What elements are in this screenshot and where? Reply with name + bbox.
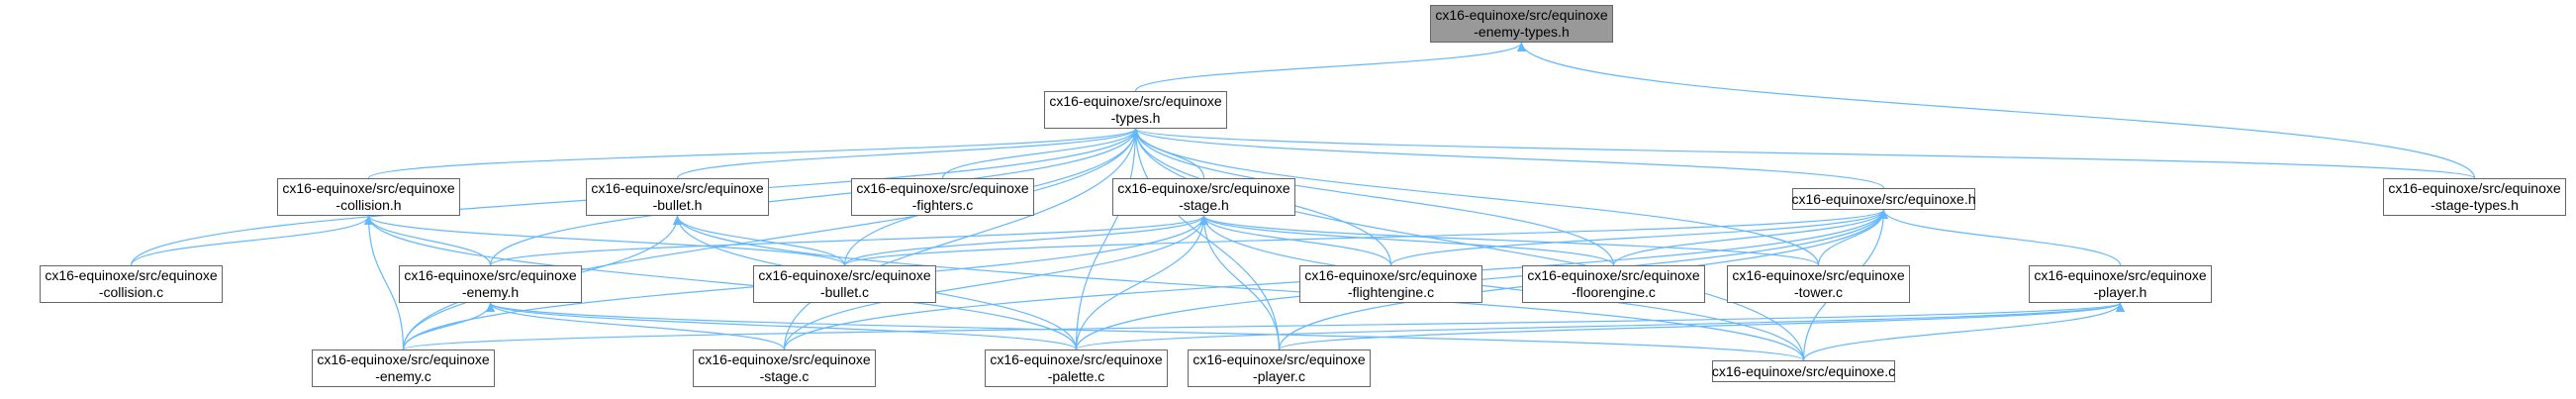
node-label-line1: cx16-equinoxe/src/equinoxe — [1527, 267, 1700, 283]
node-label-line1: cx16-equinoxe/src/equinoxe — [758, 267, 931, 283]
node-equinoxe-enemy-types-h: cx16-equinoxe/src/equinoxe -enemy-types.… — [1430, 5, 1613, 43]
edge-floorengine_c-to-stage_h — [1199, 215, 1615, 266]
node-label-line2: -floorengine.c — [1572, 284, 1656, 300]
node-label-line1: cx16-equinoxe/src/equinoxe — [698, 351, 871, 367]
node-equinoxe-bullet-c[interactable]: cx16-equinoxe/src/equinoxe -bullet.c — [753, 265, 936, 303]
node-equinoxe-enemy-h[interactable]: cx16-equinoxe/src/equinoxe -enemy.h — [399, 265, 582, 303]
node-label-line1: cx16-equinoxe/src/equinoxe — [1117, 180, 1290, 196]
edge-tower_c-to-types_h — [1131, 128, 1820, 266]
node-label-line1: cx16-equinoxe/src/equinoxe.h — [1791, 190, 1976, 207]
node-label-line1: cx16-equinoxe/src/equinoxe — [404, 267, 577, 283]
node-label-line1: cx16-equinoxe/src/equinoxe — [282, 180, 455, 196]
node-equinoxe-player-c[interactable]: cx16-equinoxe/src/equinoxe -player.c — [1188, 349, 1371, 387]
edge-equinoxe_c-to-bullet_h — [673, 215, 1805, 361]
edge-flightengine_c-to-stage_h — [1199, 215, 1392, 266]
node-label-line2: -collision.c — [98, 284, 164, 300]
edge-stage_c-to-stage_h — [783, 215, 1208, 350]
node-label-line2: -fighters.c — [911, 197, 974, 213]
edge-palette_c-to-enemy_h — [486, 302, 1078, 350]
node-equinoxe-h[interactable]: cx16-equinoxe/src/equinoxe.h — [1791, 188, 1976, 210]
node-equinoxe-stage-types-h[interactable]: cx16-equinoxe/src/equinoxe -stage-types.… — [2383, 178, 2566, 216]
node-label-line2: -flightengine.c — [1347, 284, 1435, 300]
node-label-line2: -enemy-types.h — [1474, 24, 1570, 40]
edge-palette_c-to-types_h — [1075, 128, 1140, 350]
edge-equinoxe_c-to-enemy_h — [486, 302, 1805, 361]
node-label-line1: cx16-equinoxe/src/equinoxe — [1435, 7, 1608, 23]
node-label-line2: -tower.c — [1793, 284, 1843, 300]
edge-palette_c-to-collision_h — [364, 215, 1078, 350]
node-equinoxe-enemy-c[interactable]: cx16-equinoxe/src/equinoxe -enemy.c — [312, 349, 495, 387]
edge-enemy_c-to-collision_h — [364, 215, 405, 350]
node-label-line2: -palette.c — [1047, 368, 1105, 384]
edge-player_c-to-stage_h — [1199, 215, 1281, 350]
node-label-line2: -enemy.h — [461, 284, 520, 300]
node-label-line1: cx16-equinoxe/src/equinoxe — [1193, 351, 1366, 367]
edge-player_h-to-equinoxe_h — [1879, 209, 2122, 266]
node-equinoxe-palette-c[interactable]: cx16-equinoxe/src/equinoxe -palette.c — [985, 349, 1168, 387]
edge-stage_c-to-types_h — [783, 128, 1140, 350]
node-equinoxe-collision-c[interactable]: cx16-equinoxe/src/equinoxe -collision.c — [40, 265, 223, 303]
node-equinoxe-floorengine-c[interactable]: cx16-equinoxe/src/equinoxe -floorengine.… — [1522, 265, 1705, 303]
edge-enemy_h-to-collision_h — [364, 215, 492, 266]
edges-layer — [130, 42, 2476, 361]
edge-stage_types_h-to-enemy_types_h — [1517, 42, 2476, 179]
node-equinoxe-fighters-c[interactable]: cx16-equinoxe/src/equinoxe -fighters.c — [851, 178, 1034, 216]
edge-stage_c-to-enemy_h — [486, 302, 786, 350]
edge-stage_types_h-to-types_h — [1131, 128, 2476, 179]
node-equinoxe-stage-h[interactable]: cx16-equinoxe/src/equinoxe -stage.h — [1112, 178, 1295, 216]
node-label-line1: cx16-equinoxe/src/equinoxe — [856, 180, 1029, 196]
node-label-line1: cx16-equinoxe/src/equinoxe — [317, 351, 490, 367]
edge-bullet_c-to-stage_h — [843, 215, 1208, 266]
node-label-line2: -bullet.h — [652, 197, 703, 213]
node-label-line1: cx16-equinoxe/src/equinoxe — [45, 267, 218, 283]
node-label-line1: cx16-equinoxe/src/equinoxe — [1304, 267, 1478, 283]
edge-floorengine_c-to-equinoxe_h — [1612, 209, 1888, 266]
node-label-line2: -player.c — [1253, 368, 1305, 384]
edge-bullet_c-to-equinoxe_h — [843, 209, 1888, 266]
edge-enemy_h-to-types_h — [489, 128, 1140, 266]
edge-player_c-to-player_h — [1278, 302, 2125, 350]
edge-equinoxe_c-to-stage_h — [1199, 215, 1805, 361]
node-label-line1: cx16-equinoxe/src/equinoxe — [2388, 180, 2561, 196]
edge-equinoxe_c-to-player_h — [1802, 302, 2125, 361]
node-label-line2: -stage.h — [1179, 197, 1229, 213]
node-equinoxe-flightengine-c[interactable]: cx16-equinoxe/src/equinoxe -flightengine… — [1299, 265, 1482, 303]
node-label-line1: cx16-equinoxe/src/equinoxe — [2034, 267, 2207, 283]
node-equinoxe-types-h[interactable]: cx16-equinoxe/src/equinoxe -types.h — [1044, 91, 1227, 129]
edge-collision_h-to-types_h — [367, 128, 1140, 179]
edge-bullet_c-to-collision_h — [364, 215, 846, 266]
edge-enemy_h-to-stage_h — [489, 215, 1208, 266]
node-label-line1: cx16-equinoxe/src/equinoxe — [591, 180, 764, 196]
edge-types_h-to-enemy_types_h — [1134, 42, 1526, 92]
edge-bullet_h-to-types_h — [676, 128, 1140, 179]
edge-palette_c-to-stage_h — [1075, 215, 1208, 350]
node-label-line2: -enemy.c — [375, 368, 431, 384]
node-label-line2: -bullet.c — [819, 284, 870, 300]
node-label-line2: -collision.h — [335, 197, 402, 213]
node-label-line1: cx16-equinoxe/src/equinoxe — [1732, 267, 1905, 283]
node-equinoxe-bullet-h[interactable]: cx16-equinoxe/src/equinoxe -bullet.h — [586, 178, 769, 216]
node-equinoxe-stage-c[interactable]: cx16-equinoxe/src/equinoxe -stage.c — [693, 349, 876, 387]
node-label-line2: -types.h — [1110, 110, 1161, 126]
node-equinoxe-collision-h[interactable]: cx16-equinoxe/src/equinoxe -collision.h — [277, 178, 460, 216]
edge-tower_c-to-stage_h — [1199, 215, 1820, 266]
node-label-line1: cx16-equinoxe/src/equinoxe — [1049, 93, 1222, 109]
edge-collision_c-to-collision_h — [130, 215, 373, 266]
edge-enemy_c-to-types_h — [402, 128, 1140, 350]
node-label-line2: -player.h — [2093, 284, 2147, 300]
edge-enemy_c-to-player_h — [402, 302, 2125, 350]
node-label-line1: cx16-equinoxe/src/equinoxe — [990, 351, 1163, 367]
edge-palette_c-to-player_h — [1075, 302, 2125, 350]
node-equinoxe-player-h[interactable]: cx16-equinoxe/src/equinoxe -player.h — [2029, 265, 2212, 303]
node-equinoxe-c[interactable]: cx16-equinoxe/src/equinoxe.c — [1712, 360, 1895, 382]
edge-fighters_c-to-types_h — [941, 128, 1140, 179]
node-equinoxe-tower-c[interactable]: cx16-equinoxe/src/equinoxe -tower.c — [1727, 265, 1910, 303]
node-label-line2: -stage-types.h — [2431, 197, 2519, 213]
node-label-line1: cx16-equinoxe/src/equinoxe.c — [1711, 362, 1896, 379]
edge-flightengine_c-to-equinoxe_h — [1389, 209, 1888, 266]
edge-equinoxe_h-to-types_h — [1131, 128, 1885, 189]
node-label-line2: -stage.c — [759, 368, 810, 384]
edge-bullet_c-to-bullet_h — [673, 215, 846, 266]
